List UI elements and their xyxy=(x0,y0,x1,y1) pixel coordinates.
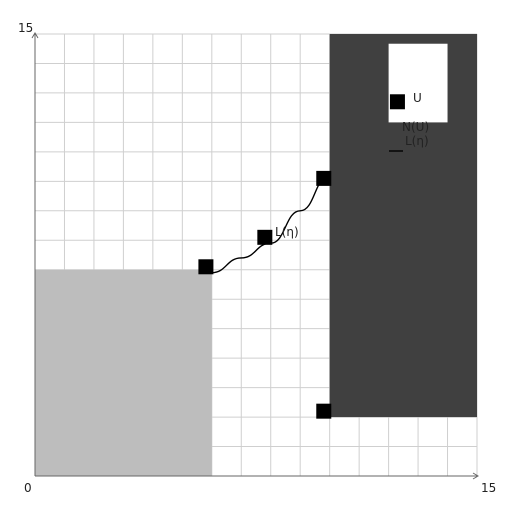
point-u xyxy=(389,94,405,110)
x-max-label: 15 xyxy=(481,481,496,495)
label-l-eta-legend: L(η) xyxy=(405,134,429,148)
x-min-label: 0 xyxy=(24,481,32,495)
points xyxy=(198,94,405,419)
x-axis-arrow-icon xyxy=(472,472,479,480)
axes xyxy=(31,32,479,480)
point-curve-end xyxy=(316,170,332,186)
label-u: U xyxy=(413,91,422,105)
label-n-u: N(U) xyxy=(402,120,429,134)
y-max-label: 15 xyxy=(18,21,33,35)
point-curve-start xyxy=(198,259,214,275)
light-gray-rect xyxy=(35,269,212,476)
y-axis-arrow-icon xyxy=(31,32,39,39)
label-l-eta-curve: L(η) xyxy=(275,225,299,239)
white-inner-rect xyxy=(388,43,448,123)
point-bottom xyxy=(316,403,332,419)
point-curve-mid xyxy=(257,229,273,245)
regions xyxy=(35,34,477,476)
